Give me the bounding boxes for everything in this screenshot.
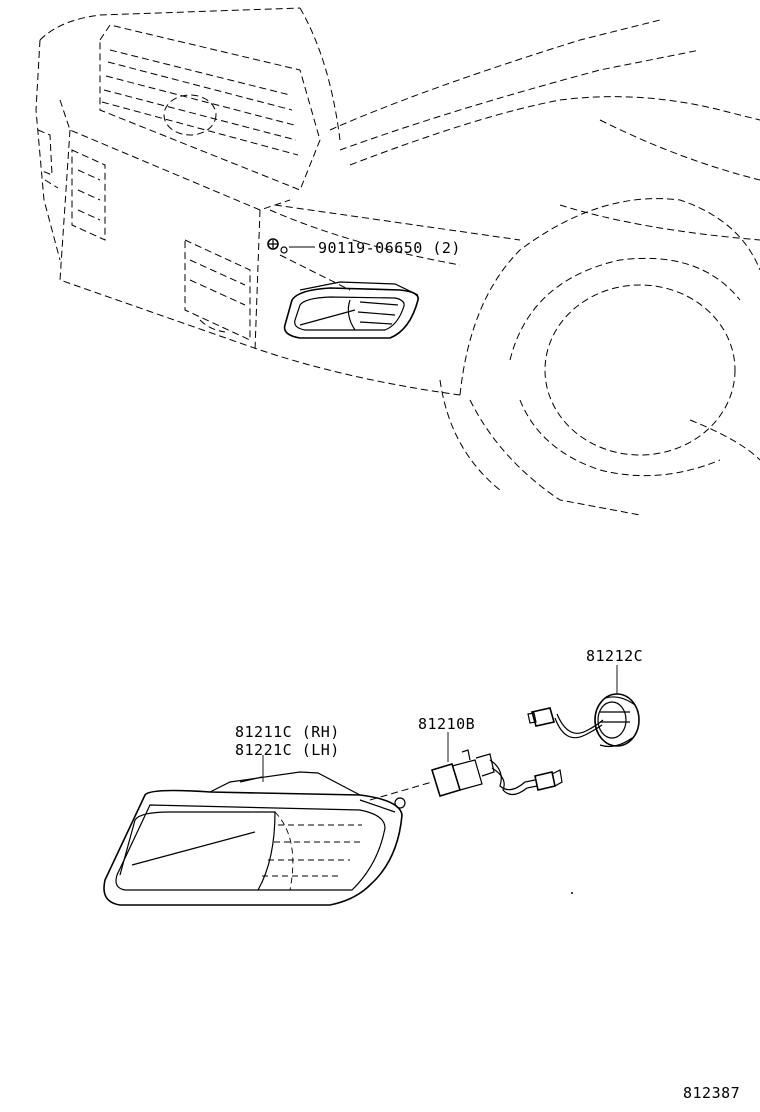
label-bulb: 81210B <box>418 715 475 733</box>
illustration-id: 812387 <box>683 1084 740 1102</box>
install-path <box>369 781 433 801</box>
speck <box>571 892 573 894</box>
socket-icon <box>527 665 640 748</box>
label-bolt: 90119-06650 (2) <box>318 239 461 257</box>
fog-lamp-assembly <box>103 755 406 906</box>
label-lamp-rh: 81211C (RH) <box>235 723 340 741</box>
label-socket: 81212C <box>586 647 643 665</box>
bulb-icon <box>430 732 563 797</box>
label-lamp-lh: 81221C (LH) <box>235 741 340 759</box>
fog-lamp-installed <box>283 281 419 339</box>
vehicle-outline <box>35 7 760 516</box>
bolt-icon <box>267 238 351 291</box>
